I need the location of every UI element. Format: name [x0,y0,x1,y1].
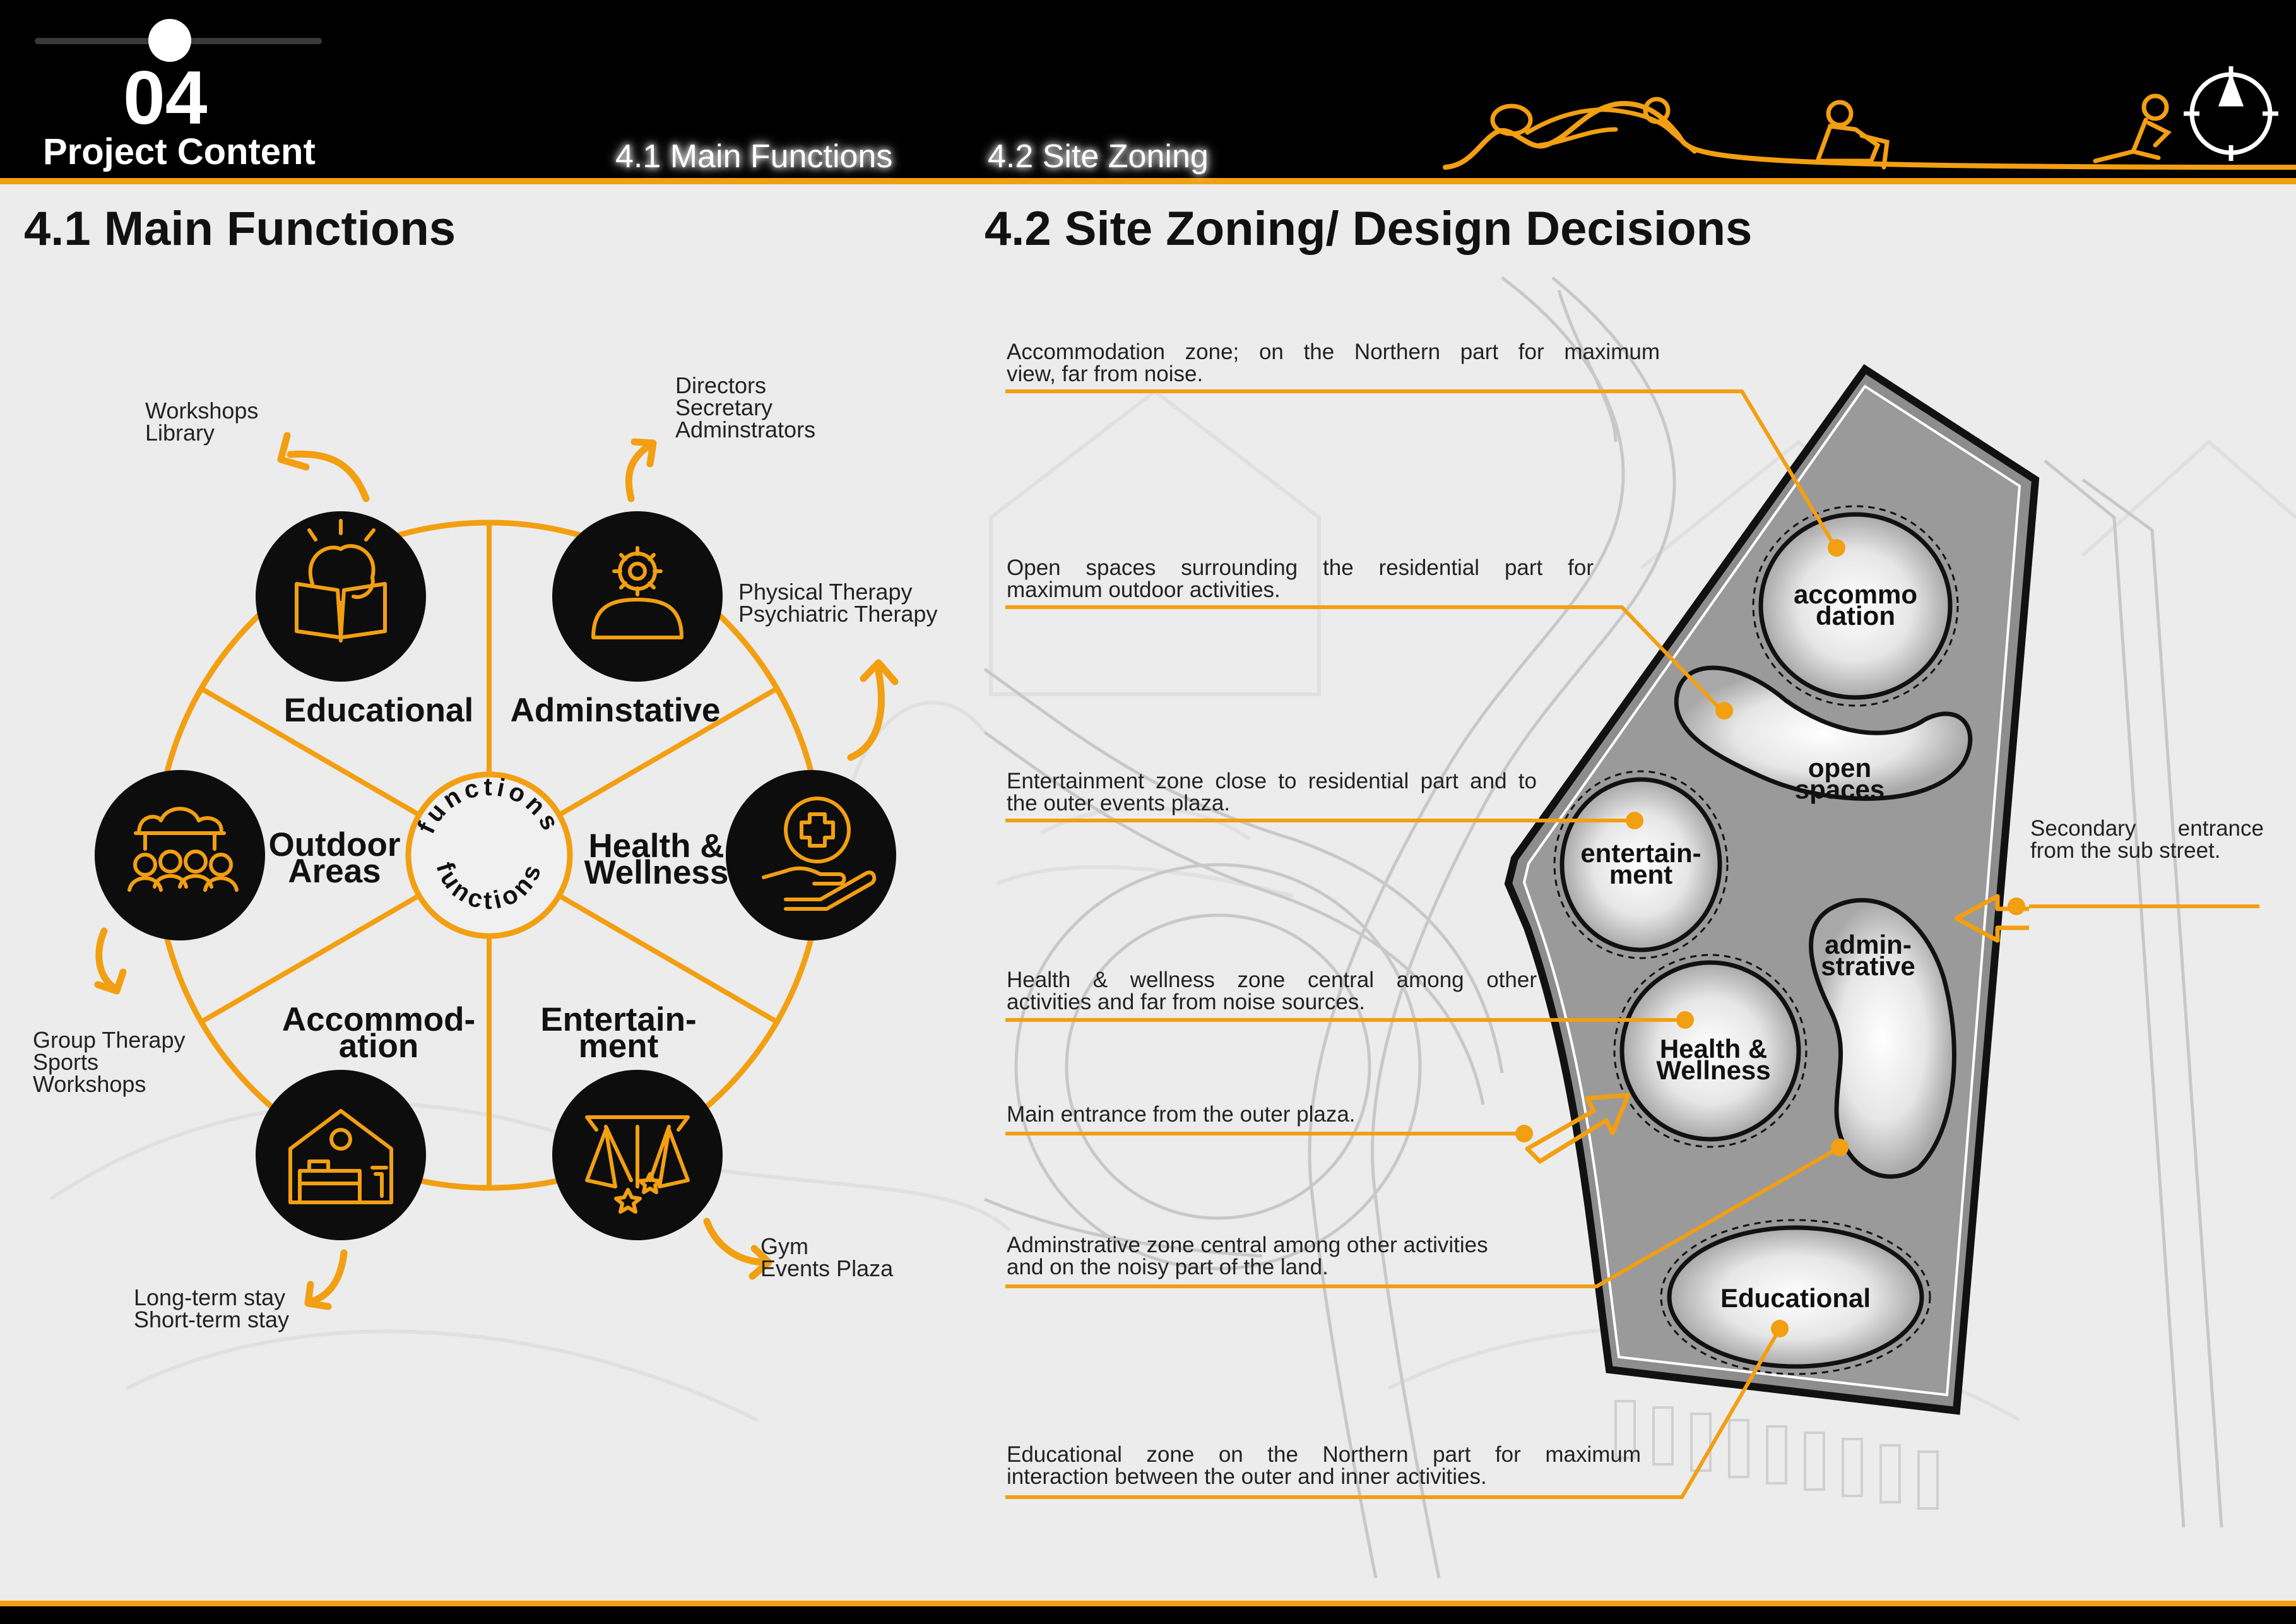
zone-label-educational: Educational [1701,1288,1890,1309]
zone-label-open-spaces: open spaces [1773,757,1906,800]
note-open-spaces: Open spaces surrounding the residential … [1007,557,1594,601]
leader-accommodation [1005,391,1837,549]
note-educational: Educational zone on the Northern part fo… [1007,1443,1641,1488]
footer-bar [0,1606,2296,1624]
note-administrative: Adminstrative zone central among other a… [1007,1234,1537,1278]
note-entertainment: Entertainment zone close to residential … [1007,770,1537,814]
note-main-entrance: Main entrance from the outer plaza. [1007,1103,1537,1125]
zone-label-entertainment: entertain- ment [1562,843,1720,886]
zone-label-accommodation: accommo dation [1777,584,1934,627]
zone-label-health-wellness: Health & Wellness [1635,1038,1792,1081]
zone-label-administrative: admin- strative [1802,934,1934,977]
note-health-wellness: Health & wellness zone central among oth… [1007,969,1537,1013]
note-accommodation: Accommodation zone; on the Northern part… [1007,341,1660,385]
footer-accent-line [0,1601,2296,1606]
